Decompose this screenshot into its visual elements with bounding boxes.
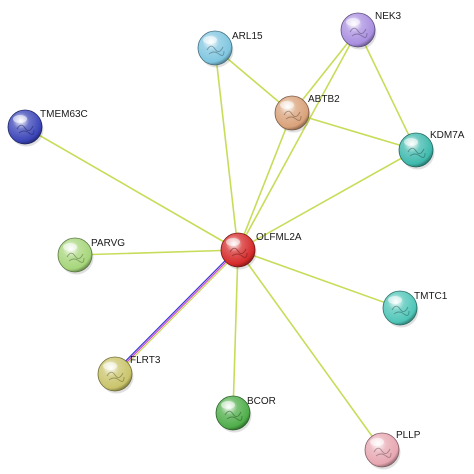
node-sphere xyxy=(7,109,43,145)
node-highlight xyxy=(226,238,240,246)
structure-thumbnail-icon xyxy=(206,45,225,56)
node-pllp[interactable] xyxy=(364,432,401,470)
edge-olfml2a-pllp[interactable] xyxy=(237,249,383,451)
edge-line xyxy=(357,29,417,151)
edge-olfml2a-nek3[interactable] xyxy=(237,29,359,251)
node-sphere xyxy=(197,30,233,66)
node-sphere xyxy=(220,232,256,268)
edge-line xyxy=(291,112,417,151)
edge-line xyxy=(113,248,238,374)
node-label-tmtc1: TMTC1 xyxy=(414,291,448,302)
edge-olfml2a-arl15[interactable] xyxy=(214,47,239,251)
node-highlight xyxy=(280,101,294,109)
edge-line xyxy=(237,249,383,451)
node-highlight xyxy=(370,438,384,446)
edge-olfml2a-tmem63c[interactable] xyxy=(24,126,239,251)
edge-line xyxy=(232,249,239,414)
node-sphere xyxy=(398,132,434,168)
node-sphere xyxy=(382,290,418,326)
node-arl15[interactable] xyxy=(197,30,234,68)
node-tmem63c[interactable] xyxy=(7,109,44,147)
node-highlight xyxy=(13,115,27,123)
edge-nek3-kdm7a[interactable] xyxy=(357,29,417,151)
node-sphere xyxy=(57,237,93,273)
edge-olfml2a-parvg[interactable] xyxy=(74,249,239,256)
node-label-pllp: PLLP xyxy=(396,430,421,441)
structure-thumbnail-icon xyxy=(283,110,302,121)
structure-thumbnail-icon xyxy=(224,410,243,421)
node-label-nek3: NEK3 xyxy=(375,11,402,22)
structure-thumbnail-icon xyxy=(16,124,35,135)
node-tmtc1[interactable] xyxy=(382,290,419,328)
structure-thumbnail-icon xyxy=(391,305,410,316)
node-label-arl15: ARL15 xyxy=(232,31,263,42)
structure-thumbnail-icon xyxy=(66,252,85,263)
edge-line xyxy=(237,249,401,309)
node-highlight xyxy=(63,243,77,251)
structure-thumbnail-icon xyxy=(106,371,125,382)
structure-thumbnail-icon xyxy=(407,147,426,158)
node-highlight xyxy=(203,36,217,44)
structure-thumbnail-icon xyxy=(349,27,368,38)
edge-olfml2a-kdm7a[interactable] xyxy=(237,149,417,251)
node-nek3[interactable] xyxy=(340,12,377,50)
edge-olfml2a-abtb2[interactable] xyxy=(237,112,293,251)
node-sphere xyxy=(215,395,251,431)
edge-line xyxy=(237,29,359,251)
node-flrt3[interactable] xyxy=(97,356,134,394)
edge-line xyxy=(114,249,239,375)
node-label-flrt3: FLRT3 xyxy=(130,355,161,366)
edge-olfml2a-flrt3[interactable] xyxy=(113,248,240,376)
edge-line xyxy=(74,249,239,256)
node-olfml2a[interactable] xyxy=(220,232,257,270)
node-label-olfml2a: OLFML2A xyxy=(256,232,302,243)
node-sphere xyxy=(274,95,310,131)
node-bcor[interactable] xyxy=(215,395,252,433)
node-sphere xyxy=(364,432,400,468)
node-label-kdm7a: KDM7A xyxy=(430,130,465,141)
structure-thumbnail-icon xyxy=(373,447,392,458)
node-highlight xyxy=(221,401,235,409)
node-sphere xyxy=(340,12,376,48)
node-highlight xyxy=(404,138,418,146)
node-highlight xyxy=(103,362,117,370)
edge-nek3-abtb2[interactable] xyxy=(291,29,359,114)
edge-line xyxy=(214,47,239,251)
edge-olfml2a-tmtc1[interactable] xyxy=(237,249,401,309)
edge-line xyxy=(115,250,240,376)
node-label-bcor: BCOR xyxy=(247,396,276,407)
edge-line xyxy=(24,126,239,251)
edge-abtb2-kdm7a[interactable] xyxy=(291,112,417,151)
node-label-abtb2: ABTB2 xyxy=(308,94,340,105)
edge-line xyxy=(291,29,359,114)
node-highlight xyxy=(388,296,402,304)
node-label-tmem63c: TMEM63C xyxy=(40,109,88,120)
node-highlight xyxy=(346,18,360,26)
structure-thumbnail-icon xyxy=(229,247,248,258)
edge-olfml2a-bcor[interactable] xyxy=(232,249,239,414)
node-parvg[interactable] xyxy=(57,237,94,275)
edge-line xyxy=(237,112,293,251)
node-kdm7a[interactable] xyxy=(398,132,435,170)
node-abtb2[interactable] xyxy=(274,95,311,133)
node-label-parvg: PARVG xyxy=(91,238,125,249)
node-sphere xyxy=(97,356,133,392)
edge-line xyxy=(237,149,417,251)
